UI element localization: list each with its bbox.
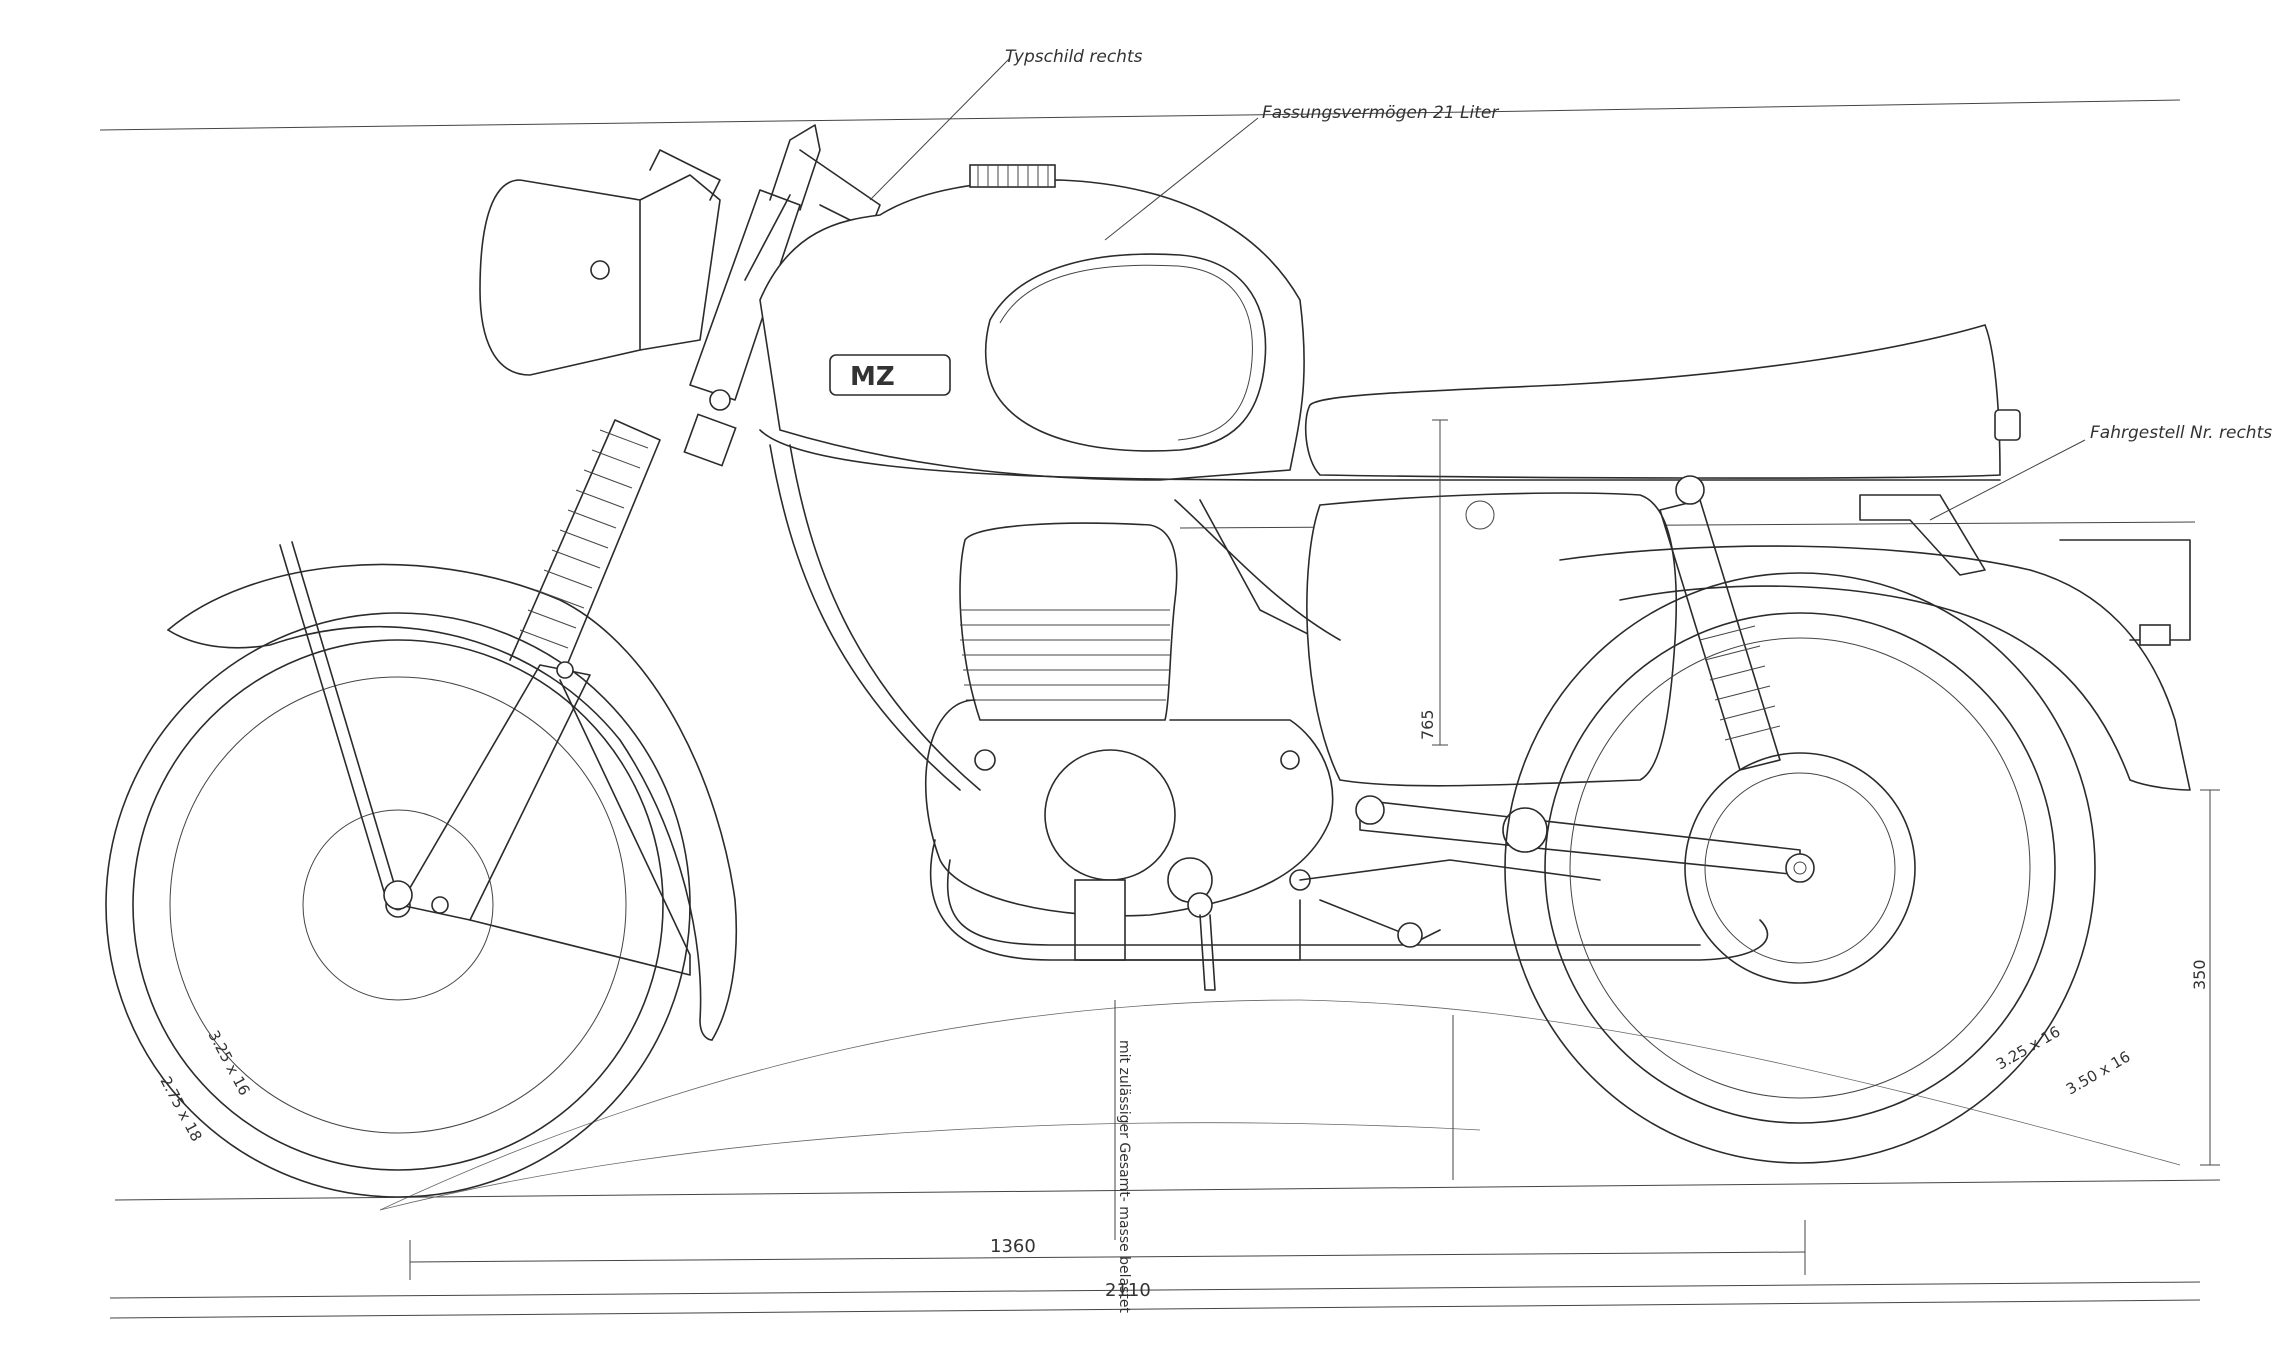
rear-tire-size-a: 3.25 x 16 — [1993, 1022, 2063, 1073]
load-note: mit zulässiger Gesamt- masse belastet — [1116, 1040, 1132, 1314]
engine — [924, 499, 1341, 991]
dimension-lines: 350 1360 2110 mit zulässiger Gesamt- mas… — [109, 789, 2220, 1314]
type-plate-label: Typschild rechts — [1005, 47, 1143, 67]
frame — [759, 429, 2001, 791]
front-mudguard — [167, 541, 738, 1041]
front-tire-size-a: 2.75 x 18 — [156, 1073, 205, 1144]
overall-length-dimension: 2110 — [1105, 1280, 1151, 1301]
front-tire-size-b: 3.25 x 16 — [204, 1027, 253, 1098]
callouts: Typschild rechts Fassungsvermögen 21 Lit… — [869, 47, 2272, 521]
fuel-tank: MZ — [759, 164, 1305, 481]
seat-height-dimension: 765 — [1418, 709, 1437, 740]
frame-number-label: Fahrgestell Nr. rechts — [2090, 423, 2272, 443]
rear-tire-size-b: 3.50 x 16 — [2063, 1047, 2133, 1098]
tank-badge: MZ — [850, 362, 895, 392]
load-note-text: mit zulässiger Gesamt- masse belastet — [1116, 1040, 1132, 1314]
wheelbase-dimension: 1360 — [990, 1236, 1036, 1257]
headlamp — [479, 149, 721, 376]
ground-clearance-dimension: 350 — [2190, 959, 2209, 990]
front-fork — [383, 419, 691, 976]
side-panel: 765 — [1306, 419, 1678, 787]
rear-suspension — [1299, 475, 1801, 948]
seat — [1304, 324, 2021, 479]
reference-lines — [99, 99, 2221, 1319]
fork-gaiter — [519, 429, 649, 649]
tank-capacity-label: Fassungsvermögen 21 Liter — [1262, 103, 1499, 123]
rear-mudguard — [1559, 494, 2191, 791]
exhaust — [929, 839, 1769, 961]
